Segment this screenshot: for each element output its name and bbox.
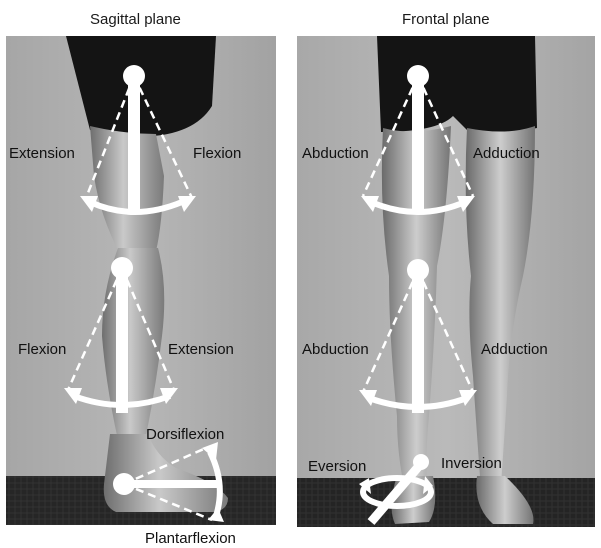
- eversion-label: Eversion: [308, 458, 366, 475]
- hip-adduction-label: Adduction: [473, 145, 540, 162]
- knee-abduction-label: Abduction: [302, 341, 369, 358]
- joint-marker-icon: [407, 65, 429, 87]
- knee-flexion-label: Flexion: [18, 341, 66, 358]
- shorts: [377, 36, 537, 133]
- hip-abduction-label: Abduction: [302, 145, 369, 162]
- frontal-title: Frontal plane: [402, 11, 490, 28]
- knee-extension-label: Extension: [168, 341, 234, 358]
- hip-flexion-label: Flexion: [193, 145, 241, 162]
- inversion-label: Inversion: [441, 455, 502, 472]
- shorts: [66, 36, 216, 136]
- sagittal-photo: [6, 36, 276, 525]
- joint-marker-icon: [111, 257, 133, 279]
- floor-mat: [297, 478, 595, 527]
- sagittal-title: Sagittal plane: [90, 11, 181, 28]
- dorsiflexion-label: Dorsiflexion: [146, 426, 224, 443]
- joint-marker-icon: [123, 65, 145, 87]
- joint-marker-icon: [407, 259, 429, 281]
- knee-adduction-label: Adduction: [481, 341, 548, 358]
- frontal-photo: [297, 36, 595, 527]
- hip-extension-label: Extension: [9, 145, 75, 162]
- plantarflexion-label: Plantarflexion: [145, 530, 236, 547]
